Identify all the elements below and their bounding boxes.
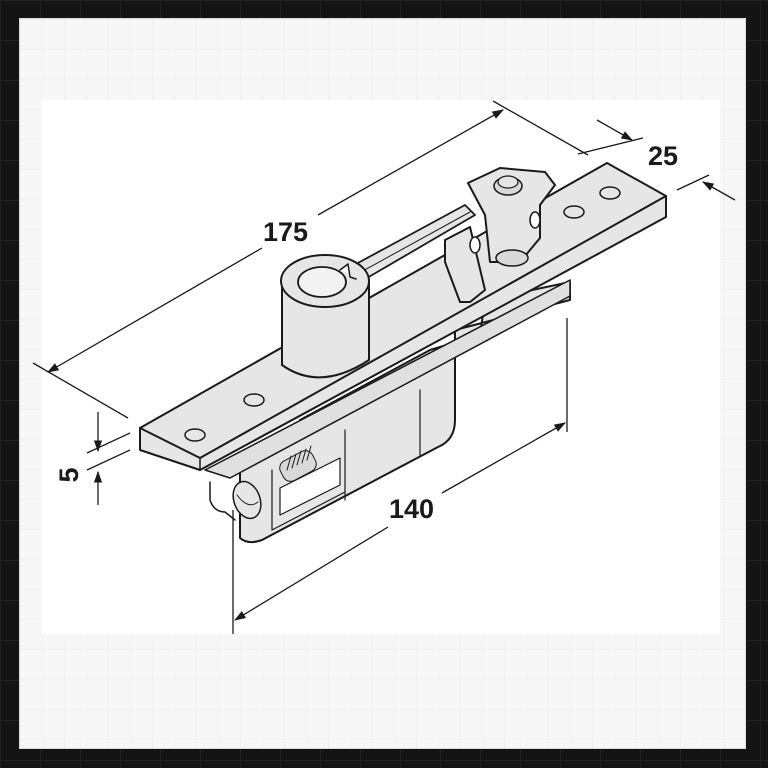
dimension-label-175: 175 <box>263 217 308 247</box>
pivot-cylinder <box>280 254 370 379</box>
roller-block <box>444 167 556 303</box>
mounting-hole <box>563 205 585 219</box>
mounting-hole <box>243 393 265 407</box>
mounting-hole <box>599 186 621 200</box>
dimension-5 <box>86 412 131 505</box>
set-screw <box>232 480 262 520</box>
dimension-140 <box>232 318 568 634</box>
adjustment-spring <box>279 445 317 482</box>
dimension-label-5: 5 <box>54 467 84 482</box>
dimension-label-140: 140 <box>389 494 434 524</box>
mounting-hole <box>184 428 206 442</box>
dimension-label-25: 25 <box>648 141 678 171</box>
dimension-175 <box>32 100 589 419</box>
dimension-25 <box>577 119 736 201</box>
